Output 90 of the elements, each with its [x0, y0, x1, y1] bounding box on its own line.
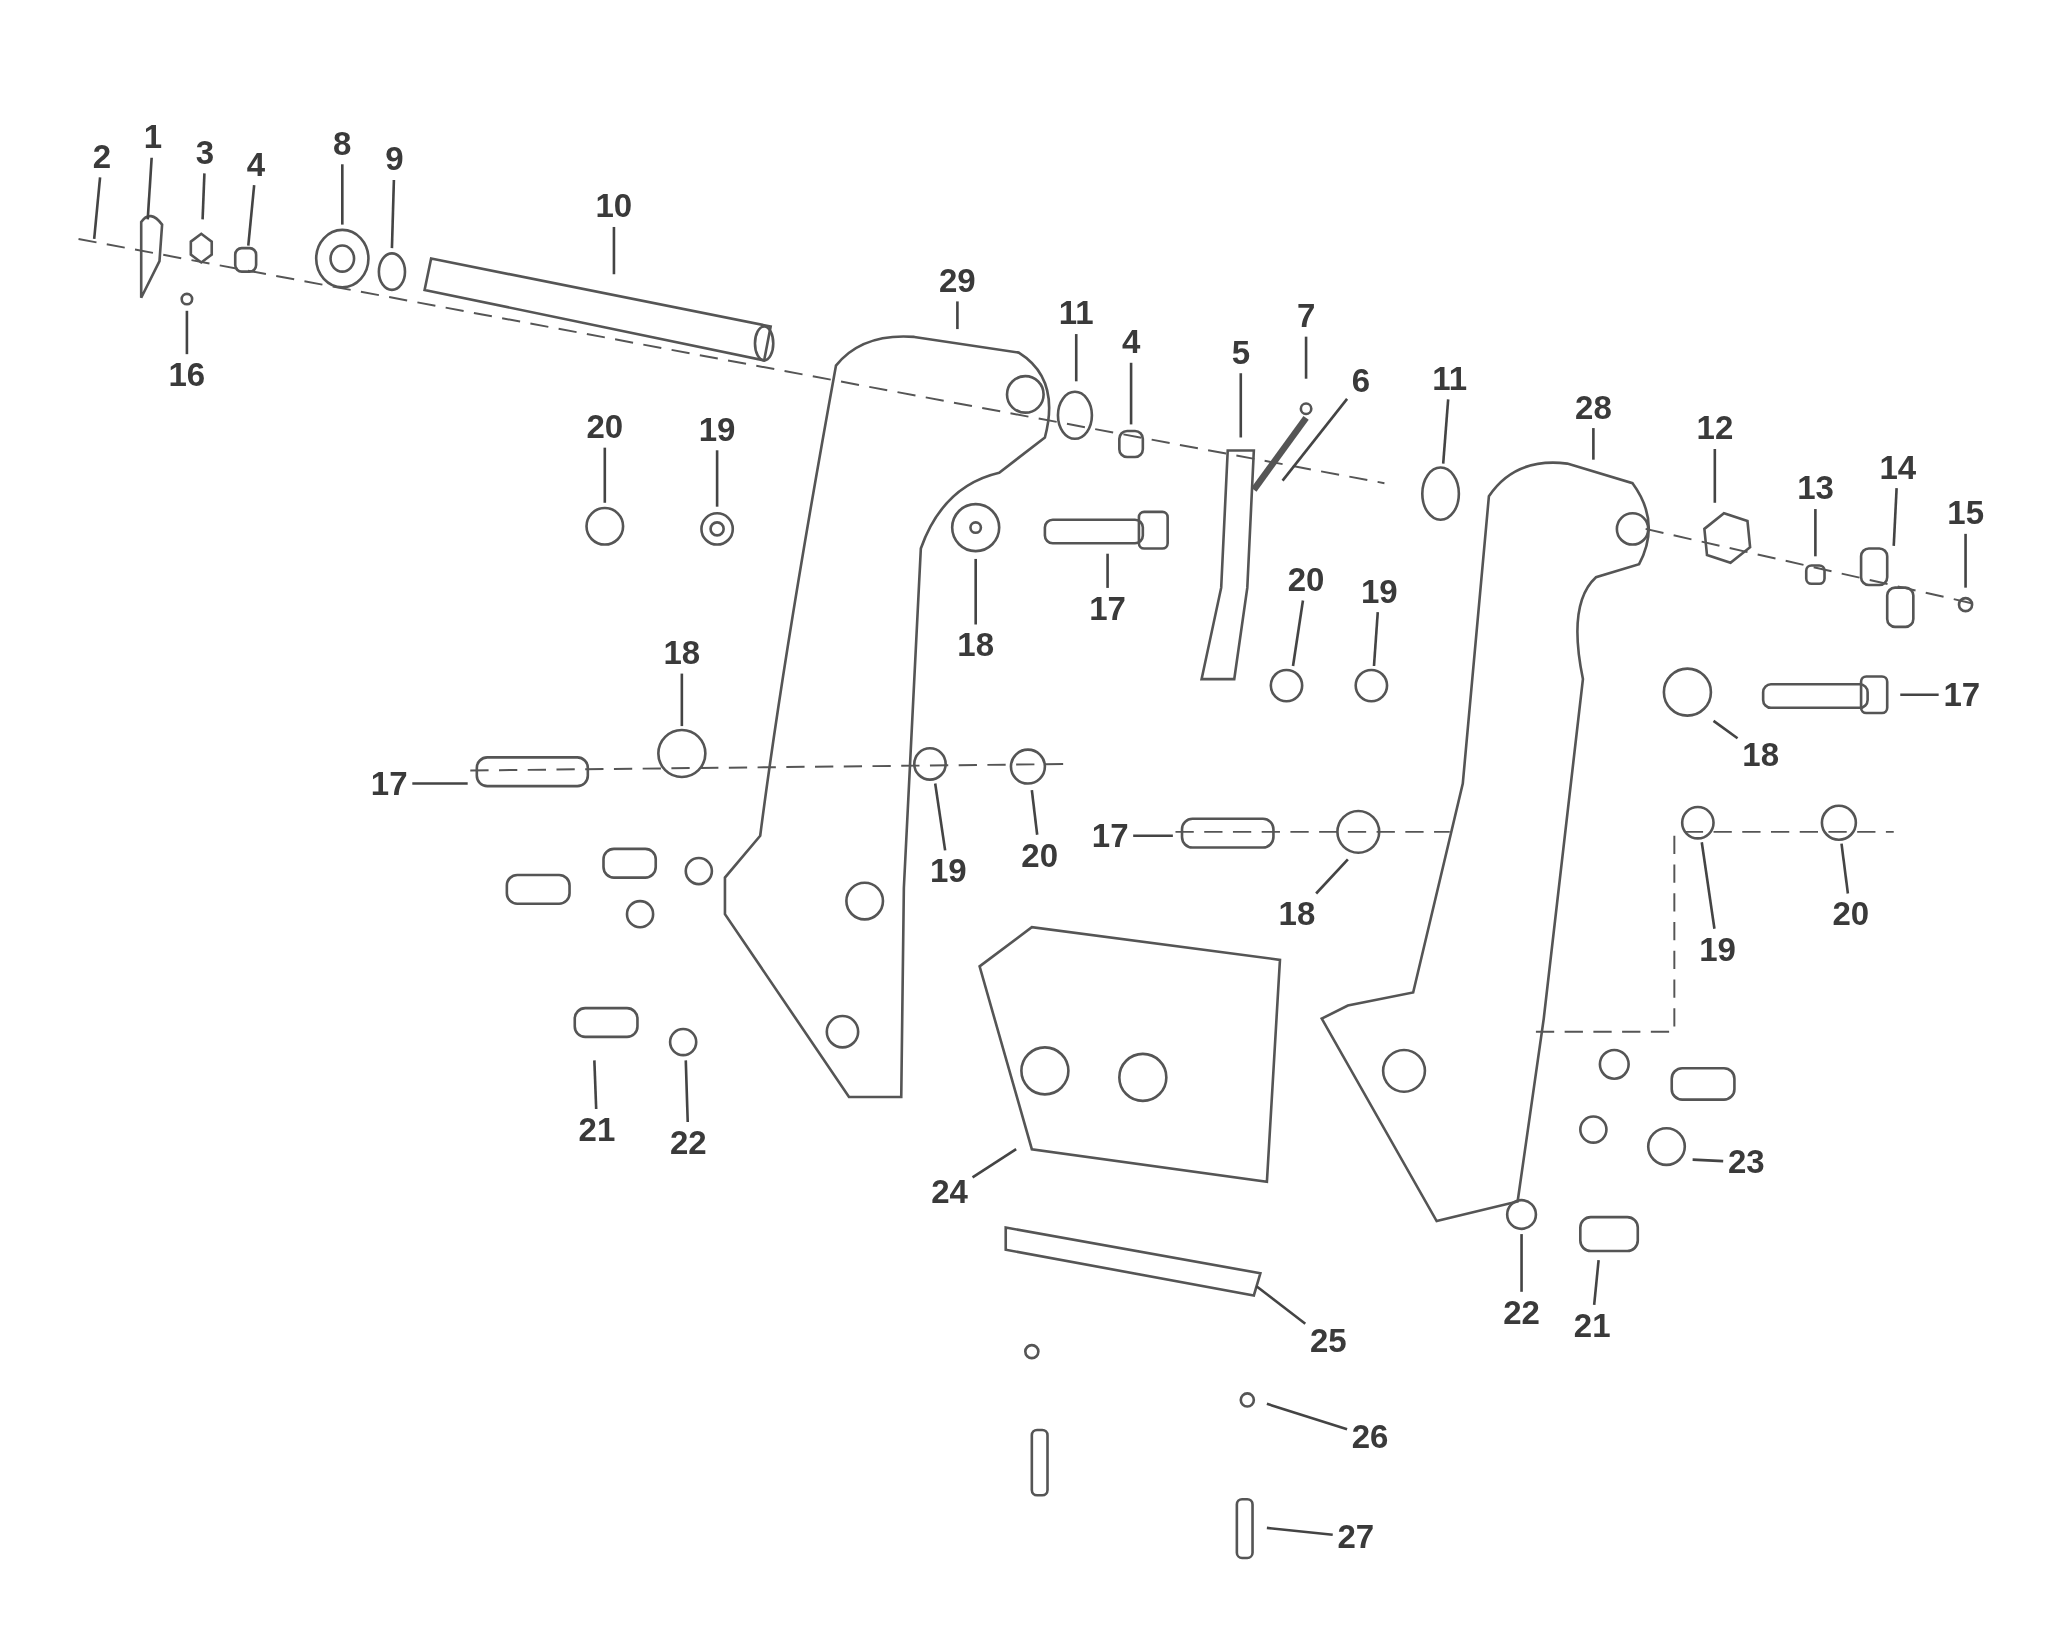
callout-number: 17 [368, 765, 410, 802]
callout-number: 20 [1019, 837, 1061, 874]
leader-line [933, 783, 947, 851]
leader-line [680, 673, 684, 727]
leader-line [1700, 842, 1716, 929]
callout-number: 4 [1119, 324, 1143, 361]
callout-number: 18 [955, 627, 997, 664]
callout-number: 21 [1571, 1307, 1613, 1344]
callout-number: 25 [1307, 1323, 1349, 1360]
callout-number: 8 [331, 125, 354, 162]
leader-line [1712, 719, 1739, 740]
leader-line [1030, 789, 1039, 835]
leader-line [185, 310, 189, 355]
leader-line [1133, 834, 1173, 838]
callout-number: 18 [1276, 896, 1318, 933]
callout-number: 3 [193, 134, 217, 171]
leader-line [1372, 612, 1380, 667]
callout-number: 17 [1087, 590, 1128, 627]
callout-number: 6 [1349, 363, 1373, 400]
callout-number: 19 [696, 411, 738, 448]
callout-number: 15 [1945, 495, 1987, 532]
leader-line [684, 1060, 690, 1123]
callout-number: 24 [929, 1174, 970, 1211]
callout-number: 4 [244, 146, 268, 183]
callout-number: 20 [1285, 561, 1327, 598]
callout-number: 2 [90, 138, 114, 175]
leader-line [603, 447, 607, 503]
leader-line [390, 179, 396, 249]
leader-line [1281, 398, 1349, 482]
callout-number: 22 [667, 1124, 709, 1161]
leader-line [593, 1060, 598, 1110]
callout-number: 18 [661, 635, 703, 672]
callout-number: 20 [1830, 896, 1872, 933]
leader-line [201, 173, 206, 220]
leader-line [1840, 843, 1850, 894]
callout-number: 16 [166, 356, 208, 393]
callout-number: 19 [927, 853, 969, 890]
leader-line [1592, 1260, 1600, 1305]
leader-line [1892, 488, 1898, 546]
leader-line [146, 157, 153, 220]
callout-number: 28 [1573, 389, 1614, 426]
leader-line [1304, 336, 1308, 379]
callout-number: 26 [1349, 1418, 1391, 1455]
leader-line [1239, 373, 1243, 438]
callout-number: 21 [576, 1111, 618, 1148]
leader-line [1964, 533, 1967, 588]
leader-line [974, 558, 977, 625]
callout-number: 27 [1335, 1519, 1377, 1556]
callout-number: 11 [1430, 360, 1470, 397]
leader-line [1592, 428, 1595, 460]
callout-number: 14 [1877, 449, 1919, 486]
callout-number: 5 [1229, 334, 1252, 371]
leader-line [1520, 1234, 1523, 1292]
callout-number: 19 [1697, 931, 1738, 968]
callout-number: 29 [937, 262, 978, 299]
leader-line [1255, 1285, 1307, 1325]
callout-number: 13 [1795, 470, 1836, 507]
callout-number: 18 [1740, 736, 1781, 773]
callout-number: 9 [383, 141, 406, 178]
leader-line [612, 226, 616, 275]
callout-number: 11 [1056, 295, 1096, 332]
leader-line [247, 185, 256, 246]
callout-number: 23 [1725, 1144, 1767, 1181]
leader-line [1074, 334, 1078, 382]
leader-line [715, 450, 719, 507]
leader-line [1266, 1402, 1348, 1431]
leader-line [1315, 858, 1349, 895]
leader-line [341, 164, 344, 225]
leader-line [1814, 509, 1817, 557]
leader-line [1692, 1158, 1724, 1163]
leader-line [956, 301, 959, 330]
leader-line [1900, 693, 1939, 697]
callout-number: 12 [1694, 410, 1736, 447]
callout-number: 1 [141, 119, 164, 156]
callout-number: 17 [1941, 676, 1983, 713]
callout-number: 17 [1089, 817, 1131, 854]
callout-number: 22 [1501, 1294, 1542, 1331]
callout-number: 20 [584, 409, 626, 446]
leader-line [92, 177, 102, 240]
leader-line [1266, 1526, 1333, 1536]
callout-number: 19 [1358, 573, 1400, 610]
leader-line [1291, 600, 1305, 667]
leader-line [1441, 399, 1450, 464]
leader-line [1713, 448, 1717, 503]
leader-line [971, 1148, 1017, 1179]
callout-number: 7 [1294, 298, 1318, 335]
leader-line [412, 782, 468, 785]
leader-line [1106, 553, 1109, 588]
callout-number: 10 [593, 188, 635, 225]
leader-line [1129, 362, 1133, 425]
